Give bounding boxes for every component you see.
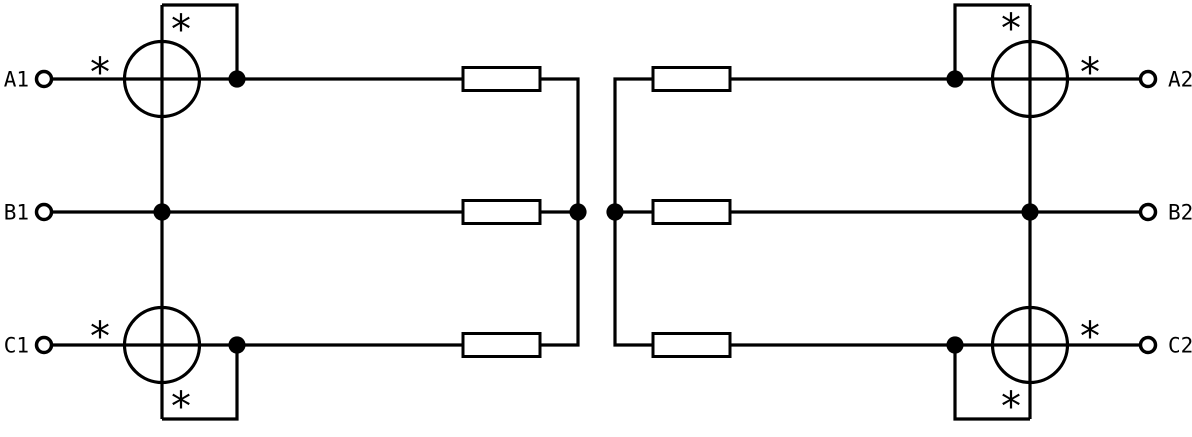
resistor-icon-c-left [461, 332, 542, 358]
meter-icon-c2 [990, 305, 1070, 385]
junction-dot-icon [228, 70, 246, 88]
junction-dot-icon [946, 336, 964, 354]
polarity-asterisk-icon: * [1080, 50, 1100, 96]
resistor-icon-b-left [461, 199, 542, 225]
terminal-icon-b1 [34, 202, 54, 222]
junction-dot-icon [1021, 203, 1039, 221]
polarity-asterisk-icon: * [90, 314, 110, 360]
polarity-asterisk-icon: * [171, 384, 191, 430]
meter-icon-a2 [990, 39, 1070, 119]
potential-loop-top-left [162, 3, 239, 79]
meter-icon-a1 [122, 39, 202, 119]
potential-loop-bottom-left [162, 345, 239, 421]
meter-icon-c1 [122, 305, 202, 385]
left-circuit: A1 B1 C1 * * * * [4, 3, 587, 430]
terminal-label-c2: C2 [1168, 334, 1192, 358]
terminal-icon-b2 [1138, 202, 1158, 222]
right-circuit: A2 B2 C2 * * * * [606, 3, 1192, 430]
junction-dot-icon [228, 336, 246, 354]
terminal-icon-a1 [34, 69, 54, 89]
resistor-icon-a-right [651, 66, 732, 92]
terminal-label-b1: B1 [4, 201, 29, 225]
junction-dot-icon [946, 70, 964, 88]
polarity-asterisk-icon: * [1080, 314, 1100, 360]
terminal-label-b2: B2 [1168, 201, 1192, 225]
terminal-label-a2: A2 [1168, 68, 1192, 92]
resistor-icon-b-right [651, 199, 732, 225]
polarity-asterisk-icon: * [90, 50, 110, 96]
terminal-icon-c2 [1138, 335, 1158, 355]
junction-dot-icon [606, 203, 624, 221]
potential-loop-bottom-right [953, 345, 1030, 421]
polarity-asterisk-icon: * [1001, 6, 1021, 52]
terminal-icon-a2 [1138, 69, 1158, 89]
terminal-label-a1: A1 [4, 68, 29, 92]
polarity-asterisk-icon: * [1001, 384, 1021, 430]
junction-dot-icon [569, 203, 587, 221]
polarity-asterisk-icon: * [171, 7, 191, 53]
potential-loop-top-right [953, 3, 1030, 79]
terminal-label-c1: C1 [4, 334, 29, 358]
resistor-icon-c-right [651, 332, 732, 358]
junction-dot-icon [153, 203, 171, 221]
resistor-icon-a-left [461, 66, 542, 92]
terminal-icon-c1 [34, 335, 54, 355]
